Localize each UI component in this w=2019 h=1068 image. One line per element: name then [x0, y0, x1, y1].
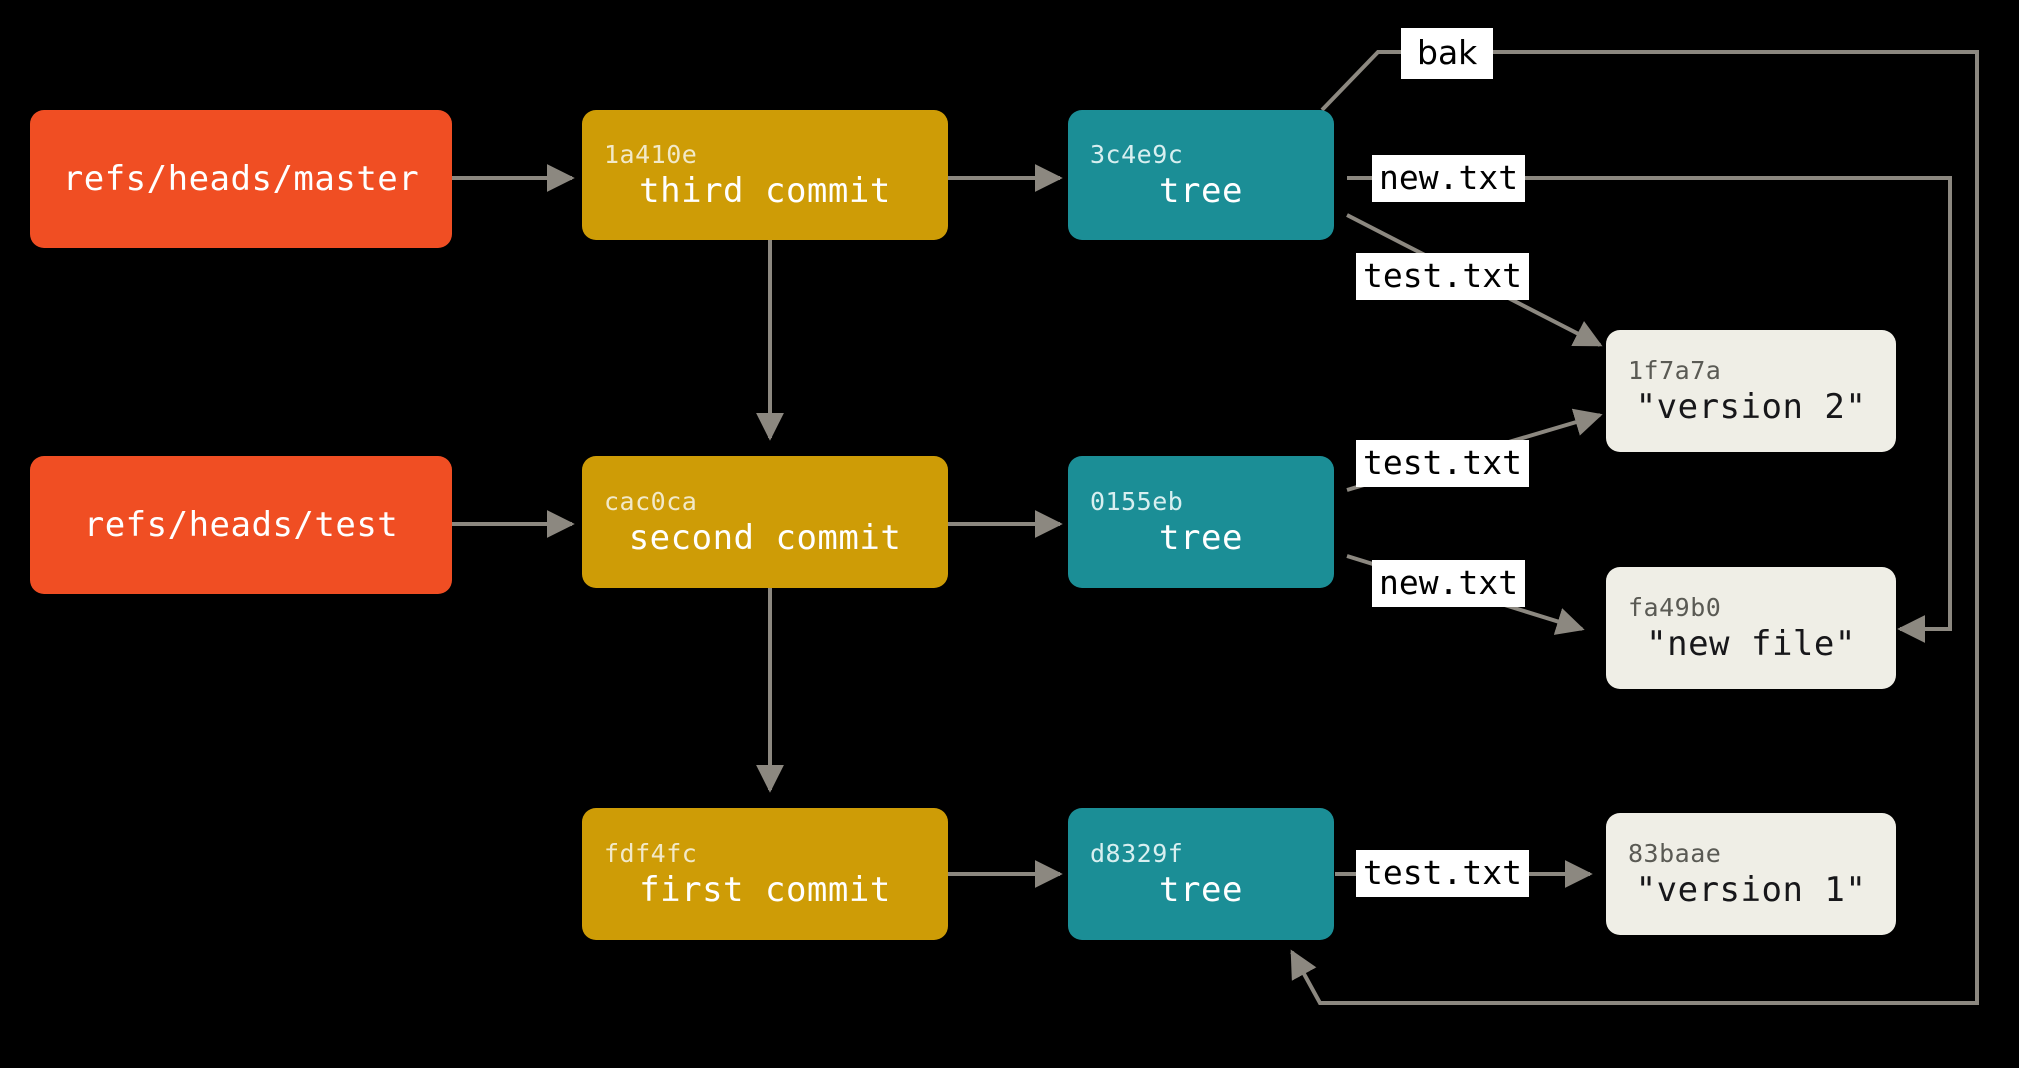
blob-fa49b0-hash: fa49b0	[1628, 593, 1722, 622]
blob-83baae-hash: 83baae	[1628, 839, 1722, 868]
tree-3c4e9c-hash: 3c4e9c	[1090, 140, 1184, 169]
edge-label-new-txt-mid: new.txt	[1372, 560, 1526, 607]
node-blob-83baae[interactable]: 83baae "version 1"	[1606, 813, 1896, 935]
commit-third-hash: 1a410e	[604, 140, 698, 169]
node-tree-3c4e9c[interactable]: 3c4e9c tree	[1068, 110, 1334, 240]
tree-3c4e9c-label: tree	[1159, 171, 1243, 211]
ref-master-label: refs/heads/master	[62, 159, 420, 199]
blob-1f7a7a-hash: 1f7a7a	[1628, 356, 1722, 385]
tree-0155eb-hash: 0155eb	[1090, 487, 1184, 516]
node-ref-master[interactable]: refs/heads/master	[30, 110, 452, 248]
commit-first-hash: fdf4fc	[604, 839, 698, 868]
edge-label-bak: bak	[1401, 28, 1494, 79]
edge-label-new-txt-top: new.txt	[1372, 155, 1526, 202]
node-commit-third[interactable]: 1a410e third commit	[582, 110, 948, 240]
node-blob-1f7a7a[interactable]: 1f7a7a "version 2"	[1606, 330, 1896, 452]
node-ref-test[interactable]: refs/heads/test	[30, 456, 452, 594]
blob-1f7a7a-label: "version 2"	[1635, 387, 1867, 427]
node-commit-second[interactable]: cac0ca second commit	[582, 456, 948, 588]
tree-d8329f-label: tree	[1159, 870, 1243, 910]
node-tree-0155eb[interactable]: 0155eb tree	[1068, 456, 1334, 588]
tree-0155eb-label: tree	[1159, 518, 1243, 558]
edge-label-test-txt-top: test.txt	[1356, 253, 1529, 300]
commit-first-label: first commit	[639, 870, 891, 910]
node-tree-d8329f[interactable]: d8329f tree	[1068, 808, 1334, 940]
edge-label-test-txt-bottom: test.txt	[1356, 850, 1529, 897]
node-blob-fa49b0[interactable]: fa49b0 "new file"	[1606, 567, 1896, 689]
node-commit-first[interactable]: fdf4fc first commit	[582, 808, 948, 940]
blob-fa49b0-label: "new file"	[1646, 624, 1856, 664]
blob-83baae-label: "version 1"	[1635, 870, 1867, 910]
edge-label-test-txt-mid: test.txt	[1356, 440, 1529, 487]
ref-test-label: refs/heads/test	[83, 505, 399, 545]
commit-third-label: third commit	[639, 171, 891, 211]
commit-second-label: second commit	[628, 518, 902, 558]
commit-second-hash: cac0ca	[604, 487, 698, 516]
tree-d8329f-hash: d8329f	[1090, 839, 1184, 868]
